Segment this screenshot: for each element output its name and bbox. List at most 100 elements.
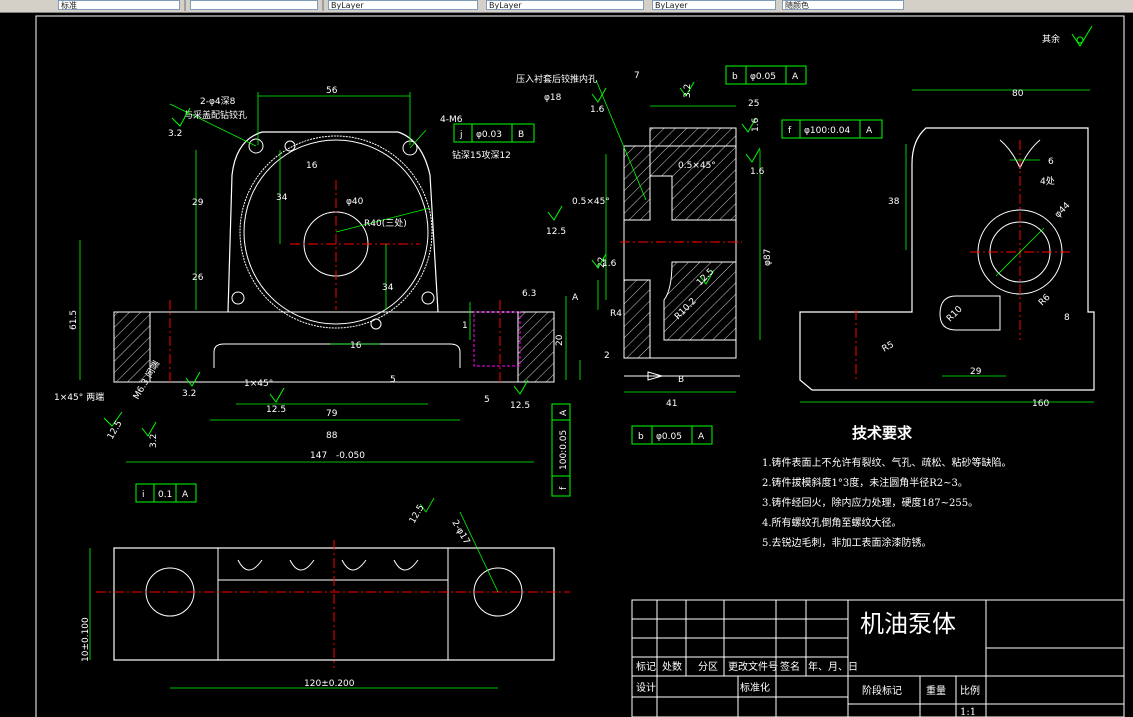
tol-f-symbol: f	[559, 486, 569, 490]
linetype-dropdown[interactable]: ByLayer	[486, 0, 644, 10]
dim-38: 38	[888, 197, 900, 207]
datum-a-label: A	[572, 293, 579, 303]
dim-25: 25	[748, 99, 759, 109]
tol-f-datum: A	[559, 409, 569, 416]
header-count: 处数	[662, 660, 682, 673]
header-change-doc: 更改文件号	[728, 660, 778, 673]
rest-roughness-circle	[1076, 36, 1084, 44]
dim-phi87: φ87	[763, 249, 773, 266]
toolbar-separator	[322, 0, 324, 11]
requirement-item-2: 2.铸件拔模斜度1°3度，未注圆角半径R2~3。	[762, 476, 968, 489]
dim-20: 20	[555, 334, 565, 346]
rough-3-2-c: 3.2	[149, 434, 159, 448]
part-name: 机油泵体	[860, 610, 956, 638]
property-toolbar: 标准 ByLayer ByLayer ByLayer 随颜色	[0, 0, 1133, 13]
toolbar-separator	[184, 0, 186, 11]
label-stage-mark: 阶段标记	[862, 684, 902, 697]
tol-j-symbol: j	[459, 130, 463, 140]
dim-6: 6	[1048, 157, 1054, 167]
gear-cavity-outer	[239, 135, 433, 329]
rough-12-5-section: 12.5	[546, 227, 566, 237]
dim-8: 8	[1064, 313, 1070, 323]
hidden-thread-hole	[473, 311, 521, 367]
housing-outline	[227, 131, 439, 313]
dim-61: 61.5	[69, 310, 79, 330]
tol-i-datum: A	[182, 490, 189, 500]
requirement-item-1: 1.铸件表面上不允许有裂纹、气孔、疏松、粘砂等缺陷。	[762, 456, 1012, 469]
base-plate-outline	[113, 311, 555, 383]
scale-value: 1:1	[960, 707, 976, 717]
plotstyle-dropdown[interactable]: 随颜色	[782, 0, 904, 10]
section-view: 压入衬套后铰推内孔 φ18 0.5×45° 0.5×45° R10.2 R4 7…	[516, 65, 883, 445]
dim-79: 79	[326, 409, 338, 419]
color-dropdown[interactable]: ByLayer	[328, 0, 478, 10]
requirement-item-5: 5.去锐边毛刺，非加工表面涂漆防锈。	[762, 536, 932, 549]
requirement-item-3: 3.铸件经回火，除内应力处理，硬度187~255。	[762, 496, 978, 509]
rough-3-2-a: 3.2	[168, 129, 182, 139]
bottom-view: 120±0.200 10±0.100 2-φ17 12.5	[81, 497, 570, 689]
note-4-m6: 4-M6	[440, 115, 463, 125]
header-mark: 标记	[636, 661, 656, 673]
dim-5b: 5	[484, 395, 490, 405]
title-block: 机油泵体 标记 处数 分区 更改文件号 签名 年、月、日 设计 标准化 阶段标记…	[631, 599, 1125, 717]
section-hatch-bottom	[663, 261, 737, 341]
dim-1x45: 1×45°	[244, 379, 273, 389]
dim-6-3: 6.3	[522, 289, 536, 299]
dim-5a: 5	[390, 375, 396, 385]
datum-b-label: B	[678, 375, 684, 385]
layer-dropdown[interactable]	[190, 0, 318, 10]
side-outline	[799, 127, 1095, 391]
rough-3-2-b: 3.2	[182, 389, 196, 399]
dim-80: 80	[1012, 89, 1024, 99]
text-style-dropdown[interactable]: 标准	[58, 0, 180, 10]
requirement-item-4: 4.所有螺纹孔倒角至螺纹大径。	[762, 516, 902, 529]
rough-1-6-d: 1.6	[602, 259, 617, 269]
dowel-hole-small	[284, 140, 296, 152]
dim-r5: R5	[881, 340, 896, 355]
side-slot	[939, 295, 1001, 331]
tol-f-datum-section: A	[866, 126, 873, 136]
lineweight-dropdown[interactable]: ByLayer	[652, 0, 776, 10]
note-drill-depth: 钻深15攻深12	[452, 149, 511, 161]
tol-f-value: 100:0.05	[559, 430, 569, 470]
tol-b2-symbol: b	[638, 432, 644, 442]
drawing-border	[35, 15, 1125, 717]
front-view: 56 16 29 34 26 34 16 79 88 147 -0.050 R4…	[54, 86, 571, 503]
tol-j-datum: B	[518, 130, 524, 140]
note-chamfer-1: 0.5×45°	[678, 161, 716, 171]
label-design: 设计	[636, 681, 656, 694]
dim-41: 41	[666, 399, 677, 409]
dim-r40: R40(三处)	[364, 217, 407, 229]
note-2-holes: 2-φ4深8	[200, 96, 236, 107]
header-signature: 签名	[780, 660, 800, 673]
dim-2: 2	[604, 351, 610, 361]
cad-drawing-canvas[interactable]: 56 16 29 34 26 34 16 79 88 147 -0.050 R4…	[0, 12, 1133, 717]
left-section-hatch	[113, 311, 151, 383]
dim-34-bottom: 34	[382, 283, 394, 293]
dim-147-tol: -0.050	[336, 451, 365, 461]
header-zone: 分区	[698, 661, 718, 673]
dim-120: 120±0.200	[304, 679, 355, 689]
dim-29-side: 29	[970, 367, 982, 377]
note-r4: R4	[610, 309, 622, 319]
dim-7: 7	[634, 71, 640, 81]
technical-requirements: 技术要求 1.铸件表面上不允许有裂纹、气孔、疏松、粘砂等缺陷。 2.铸件拔模斜度…	[762, 424, 1012, 549]
right-section-hatch	[517, 311, 555, 383]
dowel-hole-left	[248, 138, 264, 154]
label-weight: 重量	[926, 684, 946, 697]
dim-1: 1	[462, 321, 468, 331]
note-2-phi17: 2-φ17	[449, 519, 471, 547]
dim-16-bottom: 16	[350, 341, 362, 351]
tol-b2-value: φ0.05	[656, 432, 682, 442]
thread-hole-br	[421, 291, 435, 305]
side-view: 80 6 4处 38 φ44 R10 R5 R6 8 29 160 其余	[799, 25, 1095, 409]
note-press-bushing: 压入衬套后铰推内孔	[516, 73, 597, 85]
note-chamfer-2: 0.5×45°	[572, 197, 610, 207]
tol-f-symbol-section: f	[788, 126, 792, 136]
note-drill-with-cover: 与采盖配钻铰孔	[184, 109, 247, 121]
note-bore-18: φ18	[544, 93, 562, 103]
requirements-title: 技术要求	[852, 424, 913, 442]
dowel-hole-bottom	[370, 318, 382, 330]
rough-1-6-b: 1.6	[751, 117, 761, 132]
dim-phi44: φ44	[1053, 201, 1073, 221]
